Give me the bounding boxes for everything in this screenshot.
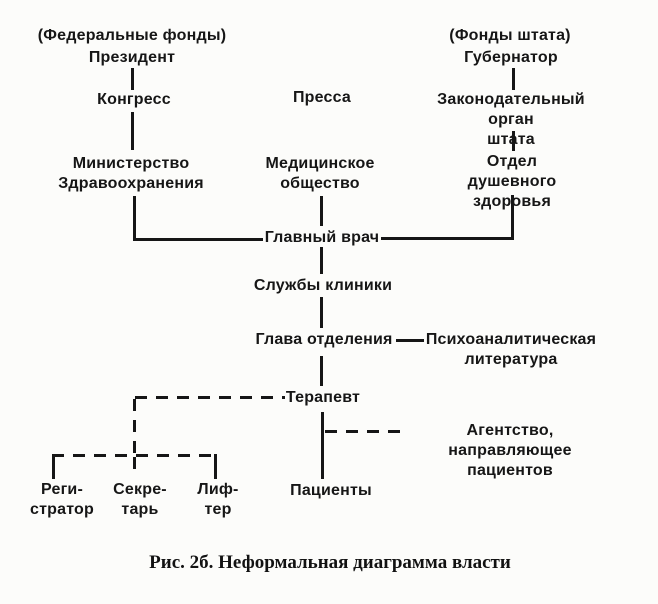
node-chief-physician: Главный врач xyxy=(264,229,380,246)
node-referral-agency: Агентство, направляющее пациентов xyxy=(448,422,572,479)
node-state-funds-note: (Фонды штата) xyxy=(449,27,571,44)
connector-stub-elevator xyxy=(214,454,217,479)
node-governor: Губернатор xyxy=(464,49,558,66)
connector-stub-registrar xyxy=(52,454,55,479)
connector-president-congress xyxy=(131,68,134,90)
node-president: Президент xyxy=(88,49,176,66)
connector-department-chief-vertical xyxy=(511,195,514,240)
node-secretary: Секре- тарь xyxy=(113,481,167,518)
node-state-legislature: Законодательный орган штата xyxy=(437,91,585,148)
figure-caption: Рис. 2б. Неформальная диаграмма власти xyxy=(149,552,511,573)
connector-ministry-chief-horizontal xyxy=(133,238,263,241)
node-clinic-services: Службы клиники xyxy=(253,277,393,294)
node-medical-society: Медицинское общество xyxy=(265,155,375,192)
connector-ministry-chief-vertical xyxy=(133,196,136,241)
connector-governor-legislature xyxy=(512,68,515,90)
node-registrar: Реги- стратор xyxy=(30,481,94,518)
node-department-head: Глава отделения xyxy=(255,331,393,348)
node-therapist: Терапевт xyxy=(285,389,361,406)
node-press: Пресса xyxy=(292,89,352,106)
connector-chief-services xyxy=(320,247,323,274)
connector-head-therapist xyxy=(320,356,323,386)
connector-department-chief-horizontal xyxy=(381,237,514,240)
node-patients: Пациенты xyxy=(290,482,372,499)
node-elevator-operator: Лиф- тер xyxy=(197,481,239,518)
connector-therapist-patients xyxy=(321,412,324,479)
node-federal-funds-note: (Федеральные фонды) xyxy=(37,27,227,44)
connector-congress-ministry xyxy=(131,112,134,150)
dashed-connector-bottom-horizontal xyxy=(52,454,217,457)
connector-society-chief xyxy=(320,196,323,226)
node-psychoanalytic-literature: Психоаналитическая литература xyxy=(425,331,597,368)
connector-legislature-department xyxy=(512,131,515,151)
dashed-connector-stub-secretary xyxy=(133,457,136,476)
dashed-connector-therapist-left xyxy=(135,396,285,399)
connector-services-head xyxy=(320,297,323,328)
node-congress: Конгресс xyxy=(97,91,171,108)
connector-head-literature xyxy=(396,339,424,342)
dashed-connector-left-vertical xyxy=(133,399,136,456)
dashed-connector-agency xyxy=(325,430,405,433)
node-mental-health-department: Отдел душевного здоровья xyxy=(467,153,557,210)
node-ministry-of-health: Министерство Здравоохранения xyxy=(58,155,204,192)
